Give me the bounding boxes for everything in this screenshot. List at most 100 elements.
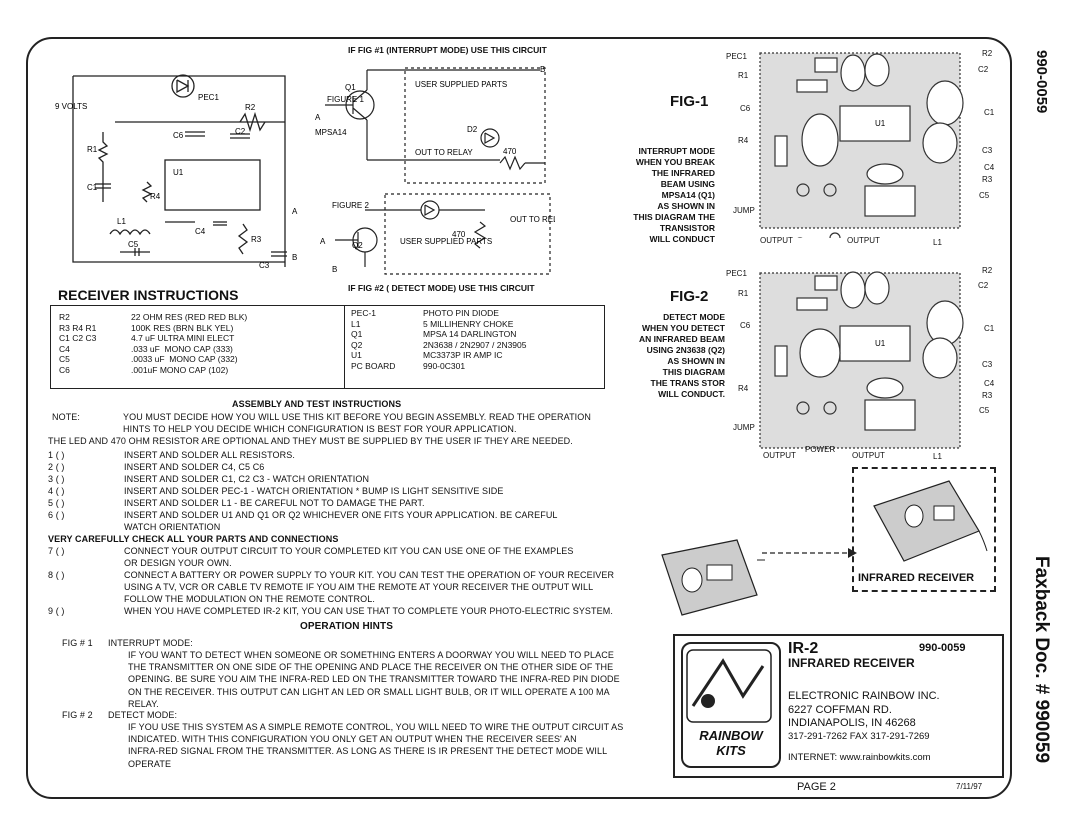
assembly-steps: 1 ( ) INSERT AND SOLDER ALL RESISTORS. 2 (…: [48, 449, 628, 533]
fig1-hint-text: IF YOU WANT TO DETECT WHEN SOMEONE OR SO…: [128, 649, 620, 710]
step-row: FOLLOW THE MODULATION ON THE REMOTE CONT…: [48, 593, 628, 605]
step-text: INSERT AND SOLDER PEC-1 - WATCH ORIENTAT…: [124, 486, 504, 496]
parts-cell: C5: [59, 354, 70, 365]
fig2-output2: OUTPUT: [852, 451, 885, 460]
fig2-c1: C1: [984, 324, 995, 333]
fig2-desc-line: THIS DIAGRAM: [662, 367, 725, 377]
fig1-hint-label: FIG # 1: [62, 638, 93, 648]
fig1-r4: R4: [738, 136, 749, 145]
step-text: INSERT AND SOLDER L1 - BE CAREFUL NOT TO…: [124, 498, 425, 508]
step-row: 1 ( ) INSERT AND SOLDER ALL RESISTORS.: [48, 449, 628, 461]
fig2-jump: JUMP: [733, 423, 755, 432]
fig1-c5: C5: [979, 191, 990, 200]
hint-line: IF YOU USE THIS SYSTEM AS A SIMPLE REMOT…: [128, 722, 624, 732]
fig2-circuit-caption: IF FIG #2 ( DETECT MODE) USE THIS CIRCUI…: [348, 283, 535, 293]
note-line-2: HINTS TO HELP YOU DECIDE WHICH CONFIGURA…: [123, 424, 517, 434]
fig2-output-circuit: FIGURE 2 Q2 USER SUPPLIED PARTS 470 OUT …: [320, 193, 555, 275]
c1-label: C1: [87, 183, 98, 192]
parts-left-desc: 22 OHM RES (RED RED BLK)100K RES (BRN BL…: [131, 312, 247, 376]
fig1-circuit-caption: IF FIG #1 (INTERRUPT MODE) USE THIS CIRC…: [348, 45, 547, 55]
volts-label: 9 VOLTS: [55, 102, 87, 111]
company-internet: INTERNET: www.rainbowkits.com: [788, 752, 931, 763]
fig2-u1: U1: [875, 339, 886, 348]
hint-line: OPENING. BE SURE YOU AIM THE INFRA-RED L…: [128, 674, 620, 685]
ir-beam-arrow: [762, 548, 857, 558]
fig1-desc-line: BEAM USING: [660, 179, 715, 189]
hint-line: ON THE RECEIVER. THIS OUTPUT CAN LIGHT A…: [128, 686, 610, 697]
parts-cell: C6: [59, 364, 70, 375]
fig1-output-circuit: FIGURE 1 Q1 MPSA14 USER SUPPLIED PARTS D…: [315, 65, 546, 184]
b-label: B: [292, 253, 297, 262]
step-checkbox[interactable]: 7 ( ): [48, 546, 65, 556]
step-row: 3 ( ) INSERT AND SOLDER C1, C2 C3 - WATCH…: [48, 473, 628, 485]
step-text: WHEN YOU HAVE COMPLETED IR-2 KIT, YOU CA…: [124, 606, 613, 616]
fig2-r3: R3: [982, 391, 993, 400]
fig1-a-label: A: [315, 113, 321, 122]
step-checkbox[interactable]: 5 ( ): [48, 498, 65, 508]
receiver-kit-sketch: [873, 480, 988, 562]
rainbow-kits-logo: RAINBOW KITS: [681, 642, 781, 768]
fig2-pec1: PEC1: [726, 269, 747, 278]
fig1-user-parts: USER SUPPLIED PARTS: [415, 80, 507, 89]
fig1-desc-line: THIS DIAGRAM THE: [633, 212, 715, 222]
hint-line: RELAY.: [128, 698, 159, 709]
q2-label: Q2: [352, 241, 363, 250]
step-checkbox[interactable]: 2 ( ): [48, 462, 65, 472]
operation-hints-title: OPERATION HINTS: [300, 621, 393, 632]
fig1-desc-line: THE INFRARED: [651, 168, 715, 178]
fig2-desc-line: USING 2N3638 (Q2): [646, 345, 725, 355]
fig1-pec1: PEC1: [726, 52, 747, 61]
parts-cell: PHOTO PIN DIODE: [423, 308, 499, 318]
side-faxback: Faxback Doc. # 990059: [1031, 556, 1052, 764]
fig2-hint-label: FIG # 2: [62, 710, 93, 720]
step-text: INSERT AND SOLDER C4, C5 C6: [124, 462, 265, 472]
parts-cell: MC3373P IR AMP IC: [423, 350, 503, 361]
page-frame: [26, 37, 1012, 799]
fig2-r4: R4: [738, 384, 749, 393]
fig1-desc-line: INTERRUPT MODE: [638, 146, 716, 156]
parts-cell: R2: [59, 312, 70, 322]
step-row: 8 ( )CONNECT A BATTERY OR POWER SUPPLY T…: [48, 569, 628, 581]
parts-cell: 100K RES (BRN BLK YEL): [131, 322, 234, 333]
assembly-steps-2: 7 ( ) CONNECT YOUR OUTPUT CIRCUIT TO YOUR…: [48, 545, 628, 617]
mpsa14-label: MPSA14: [315, 128, 347, 137]
fig1-out-relay: OUT TO RELAY: [415, 148, 473, 157]
step-text: INSERT AND SOLDER ALL RESISTORS.: [124, 450, 295, 460]
check-line: VERY CAREFULLY CHECK ALL YOUR PARTS AND …: [48, 534, 339, 544]
assembly-title: ASSEMBLY AND TEST INSTRUCTIONS: [232, 399, 402, 409]
product-info-box: RAINBOW KITS IR-2 990-0059 INFRARED RECE…: [673, 634, 1004, 778]
step-row: 4 ( ) INSERT AND SOLDER PEC-1 - WATCH ORI…: [48, 485, 628, 497]
step-row: USING A TV, VCR OR CABLE TV REMOTE IF YO…: [48, 581, 628, 593]
fig1-desc-line: TRANSISTOR: [659, 223, 715, 233]
fig2-out-relay: OUT TO RELAY: [510, 215, 555, 224]
fig1-output: OUTPUT: [760, 236, 793, 245]
parts-cell: 22 OHM RES (RED RED BLK): [131, 312, 248, 322]
fig2-output: OUTPUT: [763, 451, 796, 460]
fig1-figure-label: FIGURE 1: [327, 95, 364, 104]
fig2-desc-line: WHEN YOU DETECT: [642, 323, 725, 333]
parts-cell: C4: [59, 343, 70, 354]
step-text: INSERT AND SOLDER U1 AND Q1 OR Q2 WHICHE…: [124, 510, 558, 520]
step-row: OR DESIGN YOUR OWN.: [48, 557, 628, 569]
step-checkbox[interactable]: 4 ( ): [48, 486, 65, 496]
fig1-desc-line: WHEN YOU BREAK: [635, 157, 715, 167]
step-checkbox[interactable]: 9 ( ): [48, 606, 65, 616]
r1-label: R1: [87, 145, 98, 154]
a-label: A: [292, 207, 298, 216]
led-note: THE LED AND 470 OHM RESISTOR ARE OPTIONA…: [48, 436, 573, 446]
step-text: CONNECT YOUR OUTPUT CIRCUIT TO YOUR COMP…: [124, 546, 574, 556]
fig2-r1: R1: [738, 289, 749, 298]
step-checkbox[interactable]: 3 ( ): [48, 474, 65, 484]
step-checkbox[interactable]: 8 ( ): [48, 570, 65, 580]
fig1-output2: OUTPUT: [847, 236, 880, 245]
step-checkbox[interactable]: 1 ( ): [48, 450, 65, 460]
hint-line: INFRA-RED SIGNAL FROM THE TRANSMITTER. A…: [128, 746, 608, 757]
step-text: INSERT AND SOLDER C1, C2 C3 - WATCH ORIE…: [124, 474, 370, 484]
step-checkbox[interactable]: 6 ( ): [48, 510, 65, 520]
fig2-user-parts: USER SUPPLIED PARTS: [400, 237, 492, 246]
fig2-title: FIG-2: [670, 288, 709, 305]
